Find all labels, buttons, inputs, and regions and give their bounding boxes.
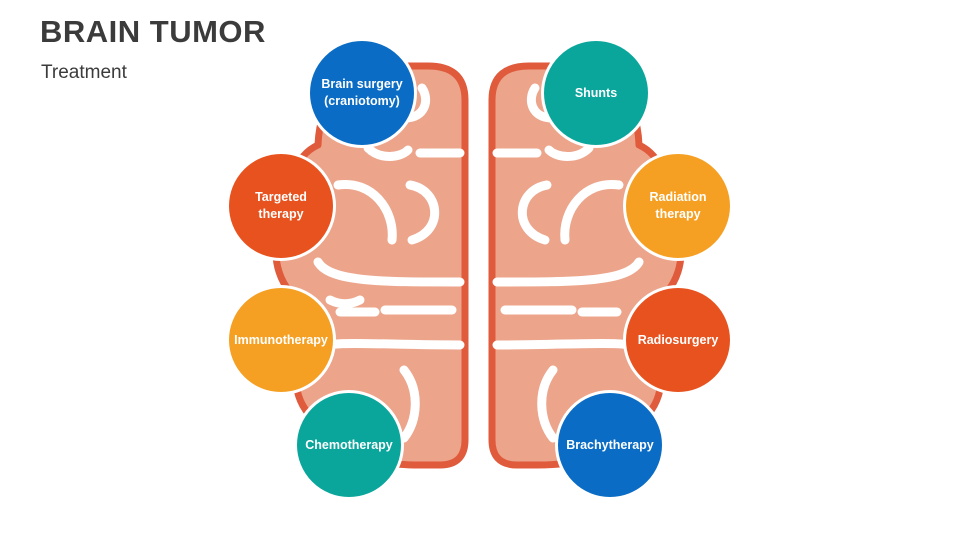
treatment-chemotherapy: Chemotherapy	[294, 390, 404, 500]
page-title: BRAIN TUMOR	[40, 14, 266, 49]
treatment-immunotherapy: Immunotherapy	[226, 285, 336, 395]
treatment-targeted-therapy: Targeted therapy	[226, 151, 336, 261]
treatment-brain-surgery: Brain surgery (craniotomy)	[307, 38, 417, 148]
treatment-shunts: Shunts	[541, 38, 651, 148]
page-subtitle: Treatment	[41, 62, 127, 83]
treatment-brachytherapy: Brachytherapy	[555, 390, 665, 500]
treatment-radiosurgery: Radiosurgery	[623, 285, 733, 395]
treatment-radiation-therapy: Radiation therapy	[623, 151, 733, 261]
